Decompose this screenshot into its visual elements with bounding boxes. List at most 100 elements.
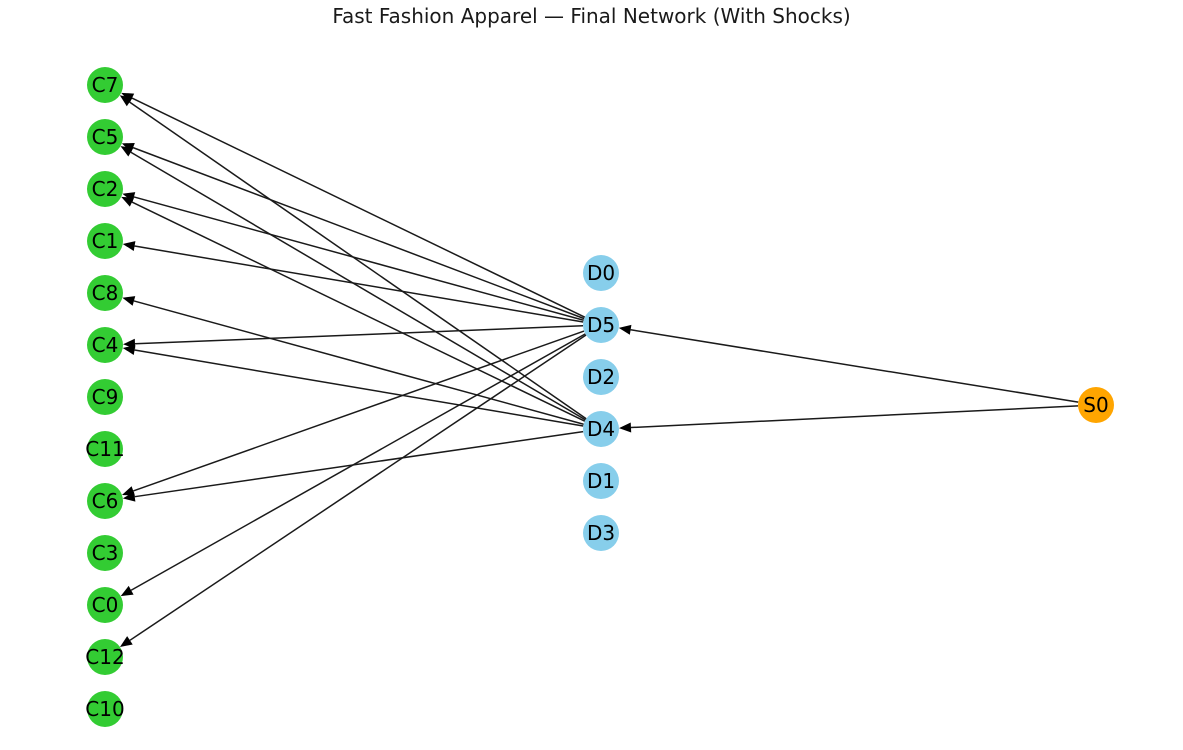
node-C8: C8 bbox=[87, 275, 123, 311]
node-label: C2 bbox=[92, 177, 119, 201]
node-C4: C4 bbox=[87, 327, 123, 363]
node-label: D3 bbox=[587, 521, 615, 545]
edge-line bbox=[134, 245, 584, 323]
customer-node-circle bbox=[87, 691, 123, 727]
edge-line bbox=[134, 324, 584, 345]
edge-D5-C1 bbox=[122, 241, 584, 323]
edge-line bbox=[131, 201, 586, 422]
arrowhead-icon bbox=[120, 146, 134, 157]
node-label: D1 bbox=[587, 469, 615, 493]
edge-line bbox=[630, 329, 1079, 403]
customer-node-circle bbox=[87, 379, 123, 415]
node-label: D2 bbox=[587, 365, 615, 389]
node-label: C3 bbox=[92, 541, 119, 565]
node-D0: D0 bbox=[583, 255, 619, 291]
edge-line bbox=[132, 146, 585, 320]
edge-line bbox=[133, 300, 584, 425]
node-S0: S0 bbox=[1078, 387, 1114, 423]
edge-S0-D4 bbox=[618, 405, 1079, 433]
node-label: D4 bbox=[587, 417, 615, 441]
node-C11: C11 bbox=[85, 431, 125, 467]
edge-S0-D5 bbox=[618, 324, 1079, 403]
node-C10: C10 bbox=[85, 691, 125, 727]
edge-D4-C4 bbox=[122, 345, 584, 427]
node-C9: C9 bbox=[87, 379, 123, 415]
arrowhead-icon bbox=[119, 636, 133, 647]
edge-line bbox=[630, 405, 1079, 429]
edge-line bbox=[134, 430, 584, 498]
distributor-node-circle bbox=[583, 307, 619, 343]
arrowhead-icon bbox=[122, 241, 136, 251]
diagram-title: Fast Fashion Apparel — Final Network (Wi… bbox=[332, 4, 851, 28]
node-C1: C1 bbox=[87, 223, 123, 259]
edge-line bbox=[134, 349, 584, 427]
node-label: C0 bbox=[92, 593, 119, 617]
edge-D5-C4 bbox=[122, 324, 584, 349]
node-label: C9 bbox=[92, 385, 119, 409]
edge-D4-C5 bbox=[120, 146, 586, 421]
distributor-node-circle bbox=[583, 411, 619, 447]
node-C0: C0 bbox=[87, 587, 123, 623]
node-D4: D4 bbox=[583, 411, 619, 447]
edge-D4-C6 bbox=[122, 430, 584, 502]
arrowhead-icon bbox=[122, 296, 136, 306]
edge-line bbox=[133, 330, 585, 492]
node-label: D5 bbox=[587, 313, 615, 337]
node-C6: C6 bbox=[87, 483, 123, 519]
customer-node-circle bbox=[87, 223, 123, 259]
customer-node-circle bbox=[87, 639, 123, 675]
arrowhead-icon bbox=[120, 585, 134, 597]
distributor-node-circle bbox=[583, 359, 619, 395]
node-label: C7 bbox=[92, 73, 119, 97]
node-C5: C5 bbox=[87, 119, 123, 155]
node-C3: C3 bbox=[87, 535, 123, 571]
node-C2: C2 bbox=[87, 171, 123, 207]
edge-line bbox=[133, 196, 584, 321]
node-D2: D2 bbox=[583, 359, 619, 395]
edges-layer bbox=[119, 92, 1079, 647]
edge-line bbox=[131, 97, 586, 318]
customer-node-circle bbox=[87, 119, 123, 155]
edge-line bbox=[129, 101, 587, 420]
node-label: C6 bbox=[92, 489, 119, 513]
edge-line bbox=[130, 333, 586, 591]
distributor-node-circle bbox=[583, 255, 619, 291]
edge-D4-C8 bbox=[122, 296, 584, 425]
edge-D5-C6 bbox=[121, 330, 585, 496]
node-label: C12 bbox=[85, 645, 124, 669]
edge-line bbox=[130, 151, 586, 421]
node-label: C10 bbox=[85, 697, 124, 721]
arrowhead-icon bbox=[121, 196, 135, 207]
customer-node-circle bbox=[87, 171, 123, 207]
distributor-node-circle bbox=[583, 463, 619, 499]
node-D3: D3 bbox=[583, 515, 619, 551]
customer-node-circle bbox=[87, 535, 123, 571]
arrowhead-icon bbox=[122, 491, 136, 502]
node-label: C1 bbox=[92, 229, 119, 253]
node-C12: C12 bbox=[85, 639, 125, 675]
node-D5: D5 bbox=[583, 307, 619, 343]
customer-node-circle bbox=[87, 587, 123, 623]
node-D1: D1 bbox=[583, 463, 619, 499]
edge-line bbox=[129, 334, 587, 641]
node-label: S0 bbox=[1083, 393, 1108, 417]
edge-D5-C0 bbox=[120, 333, 586, 597]
node-label: C4 bbox=[92, 333, 119, 357]
node-label: C5 bbox=[92, 125, 119, 149]
node-C7: C7 bbox=[87, 67, 123, 103]
supplier-node-circle bbox=[1078, 387, 1114, 423]
edge-D4-C2 bbox=[121, 196, 586, 422]
customer-node-circle bbox=[87, 483, 123, 519]
node-label: C8 bbox=[92, 281, 119, 305]
arrowhead-icon bbox=[119, 95, 133, 107]
customer-node-circle bbox=[87, 67, 123, 103]
arrowhead-icon bbox=[122, 345, 136, 355]
node-label: D0 bbox=[587, 261, 615, 285]
customer-node-circle bbox=[87, 275, 123, 311]
edge-D4-C7 bbox=[119, 95, 587, 420]
customer-node-circle bbox=[87, 431, 123, 467]
node-label: C11 bbox=[85, 437, 124, 461]
distributor-node-circle bbox=[583, 515, 619, 551]
